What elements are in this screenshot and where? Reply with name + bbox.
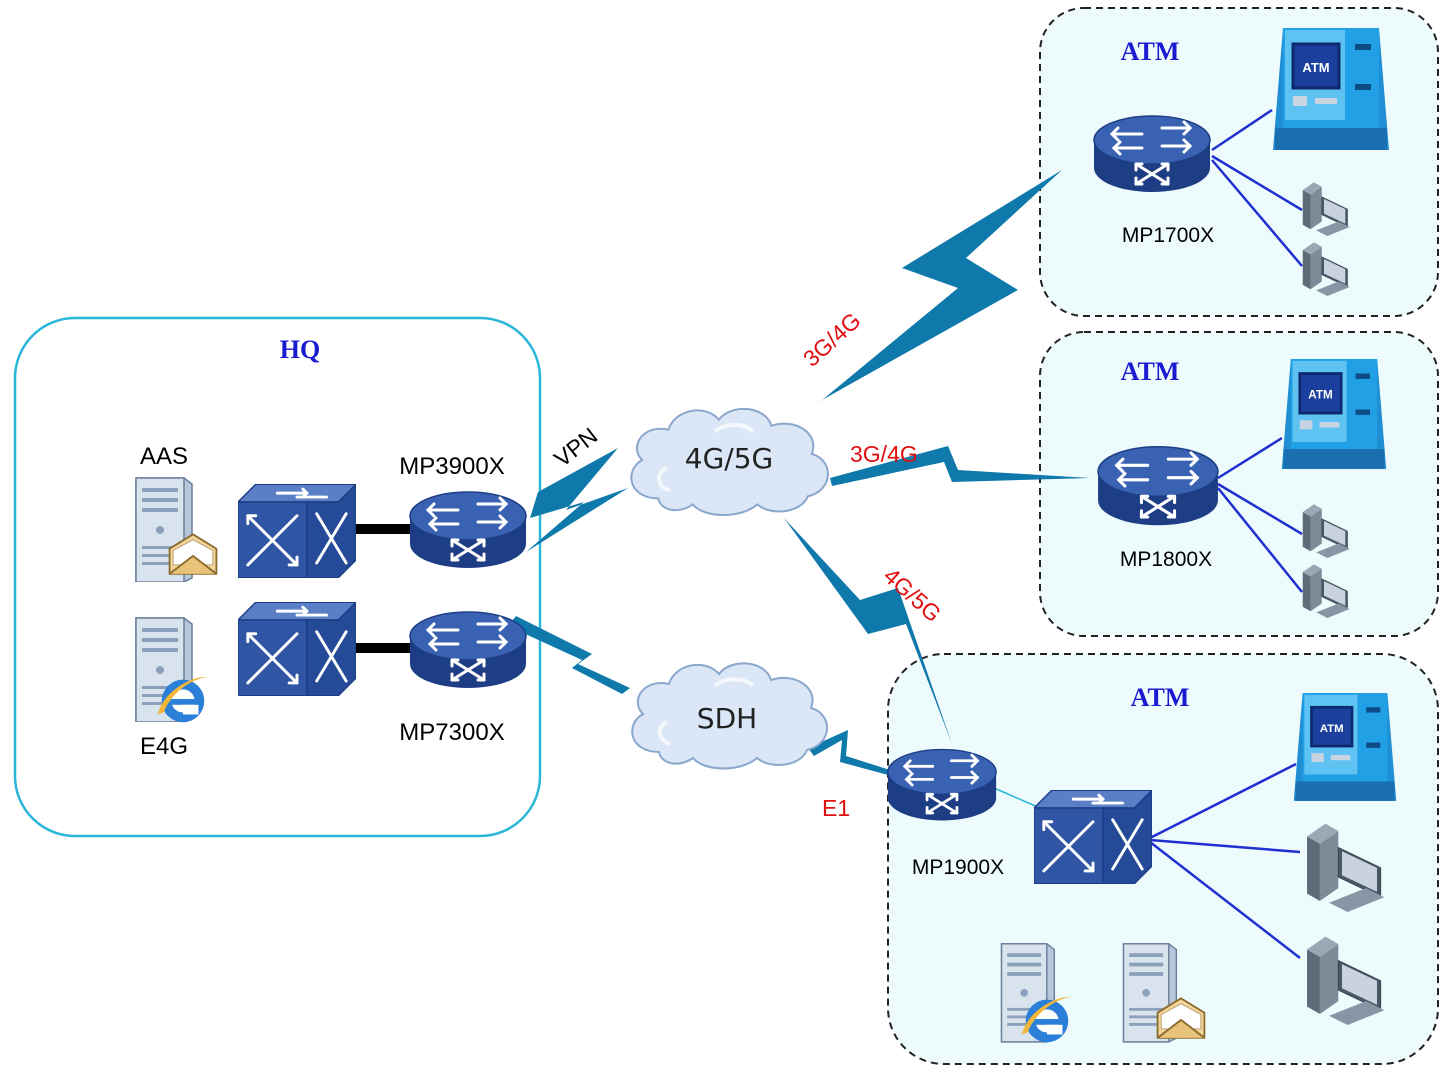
mp7300x-router-icon[interactable] bbox=[408, 610, 528, 690]
hq-lan-link-2 bbox=[352, 643, 414, 653]
aas-label: AAS bbox=[140, 443, 188, 470]
cloud-sdh-label: SDH bbox=[697, 702, 757, 735]
site1-link-label: 3G/4G bbox=[798, 307, 866, 372]
mp3900x-label: MP3900X bbox=[399, 453, 504, 480]
mp3900x-router-icon[interactable] bbox=[408, 490, 528, 570]
site1-link bbox=[810, 170, 1062, 410]
mp1700x-label: MP1700X bbox=[1122, 224, 1214, 247]
wan-links bbox=[508, 170, 1090, 776]
hq-switch-2-icon[interactable] bbox=[238, 602, 356, 696]
hq-title: HQ bbox=[280, 335, 320, 364]
site2-link-label: 3G/4G bbox=[850, 441, 918, 467]
mp7300x-label: MP7300X bbox=[399, 719, 504, 746]
site3-atm-icon[interactable] bbox=[1292, 691, 1398, 803]
site2-lan-links bbox=[1217, 436, 1303, 593]
hq-lan-link-1 bbox=[352, 524, 414, 534]
mp1700x-router-icon[interactable] bbox=[1092, 114, 1212, 194]
e4g-label: E4G bbox=[140, 733, 188, 760]
site1-title: ATM bbox=[1121, 37, 1180, 66]
sdh-e1-link bbox=[808, 730, 892, 776]
site3-lan-links bbox=[993, 762, 1301, 959]
mp1800x-router-icon[interactable] bbox=[1096, 445, 1220, 527]
site3-switch-icon[interactable] bbox=[1034, 790, 1152, 884]
e1-link-label: E1 bbox=[822, 795, 850, 821]
site1-lan-links bbox=[1211, 108, 1303, 267]
cloud-4g5g-label: 4G/5G bbox=[685, 442, 773, 475]
vpn-link bbox=[526, 448, 628, 552]
mp1900x-router-icon[interactable] bbox=[886, 747, 998, 823]
site3-link bbox=[784, 518, 952, 744]
site3-title: ATM bbox=[1131, 683, 1190, 712]
hq-switch-1-icon[interactable] bbox=[238, 484, 356, 578]
mp1900x-label: MP1900X bbox=[912, 856, 1004, 879]
site2-title: ATM bbox=[1121, 357, 1180, 386]
site1-atm-icon[interactable] bbox=[1271, 26, 1391, 152]
sdh-mp7300x-link bbox=[508, 616, 630, 694]
site2-atm-icon[interactable] bbox=[1280, 357, 1388, 471]
mp1800x-label: MP1800X bbox=[1120, 548, 1212, 571]
site2-link bbox=[830, 446, 1090, 486]
